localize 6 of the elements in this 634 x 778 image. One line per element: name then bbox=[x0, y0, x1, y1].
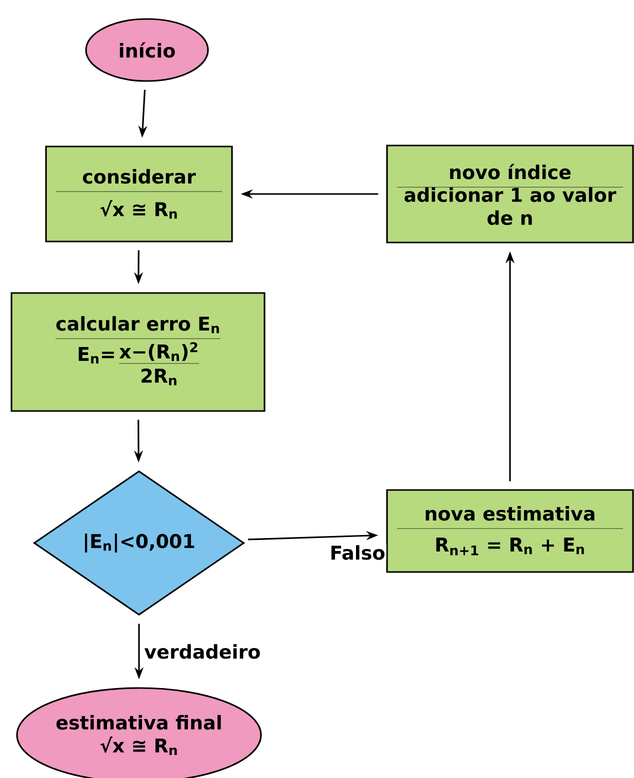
process-box: novo índice adicionar 1 ao valor de n bbox=[386, 144, 634, 244]
process-box: nova estimativa R$_{n+1}$ = R$_{n}$ + E$_{n}$ bbox=[386, 489, 634, 573]
process-box: considerar √x ≅ R$_{n}$ bbox=[45, 146, 233, 242]
edge-label: verdadeiro bbox=[143, 643, 262, 660]
edge-label: Falso bbox=[328, 544, 386, 561]
process-box: calcular erro E$_{n}$ E$_{n}$= x−(R$_{n}$)$^{2}$ 2R$_{n}$ bbox=[10, 292, 266, 412]
